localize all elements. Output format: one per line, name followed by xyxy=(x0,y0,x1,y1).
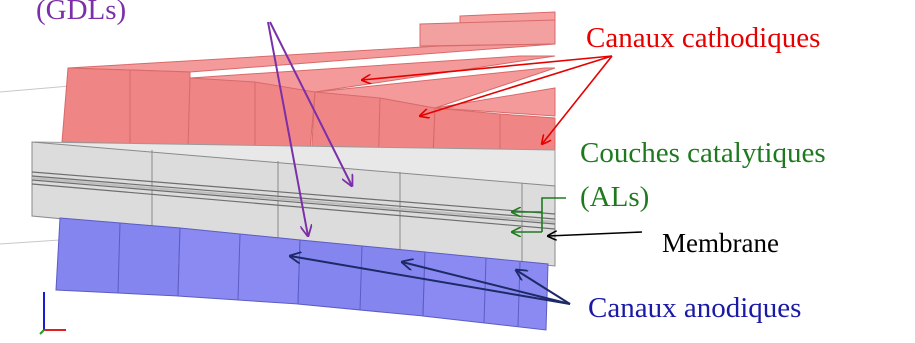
cathode-channels-label: Canaux cathodiques xyxy=(586,22,821,54)
cathode-channel-1-front xyxy=(61,67,191,146)
gdl-label: (GDLs) xyxy=(36,0,127,26)
catalyst-layers-label: Couches catalytiques xyxy=(580,137,826,169)
cathode-arrows xyxy=(362,55,613,144)
gdl-front-face xyxy=(31,141,556,267)
membrane-arrow xyxy=(548,232,643,236)
catalyst-bracket xyxy=(512,197,566,232)
anode-arrows xyxy=(290,256,571,305)
gdl-arrows xyxy=(267,21,352,236)
catalyst-membrane-stripes xyxy=(31,171,556,230)
cathode-back-slab xyxy=(419,19,556,47)
background-mesh-lines xyxy=(0,85,71,245)
anode-channels-label: Canaux anodiques xyxy=(588,292,802,324)
catalyst-layers-abbr-label: (ALs) xyxy=(580,181,650,213)
cathode-channel-4-top xyxy=(434,87,556,117)
membrane-label: Membrane xyxy=(662,228,779,258)
cathode-channel-2-front xyxy=(187,77,316,151)
axis-triad-icon xyxy=(39,292,66,335)
